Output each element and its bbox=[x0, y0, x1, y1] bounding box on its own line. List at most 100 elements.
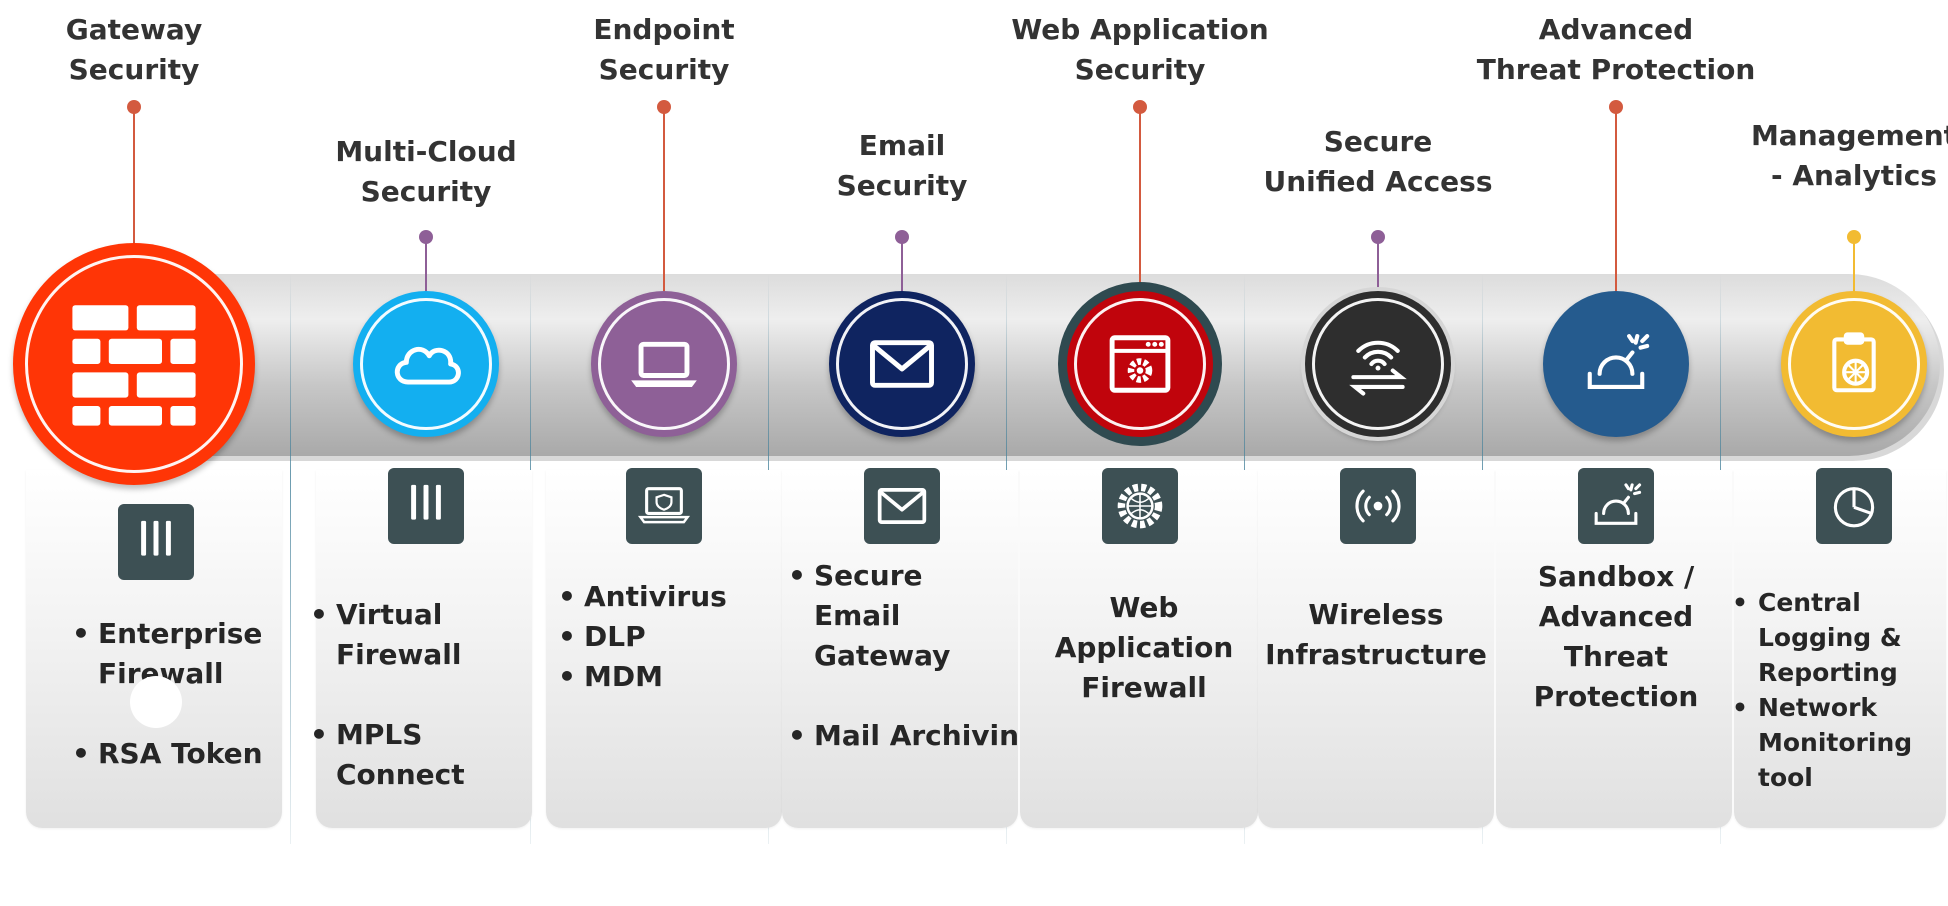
list-item: Antivirus bbox=[556, 577, 727, 617]
category-icon-circle bbox=[1543, 291, 1689, 437]
laptop-icon bbox=[623, 323, 705, 405]
list-item-line: Reporting bbox=[1758, 658, 1898, 687]
column-title-line: Advanced bbox=[1538, 13, 1694, 46]
category-icon-circle bbox=[591, 291, 737, 437]
circle-ring bbox=[1312, 298, 1444, 430]
list-item-line: MDM bbox=[584, 660, 663, 693]
feature-text-line: Web bbox=[1109, 591, 1179, 624]
list-item-line: Firewall bbox=[336, 638, 462, 671]
column-title-line: Management bbox=[1750, 119, 1948, 152]
category-tile bbox=[1578, 468, 1654, 544]
globe-gear-icon bbox=[1109, 475, 1171, 537]
category-tile bbox=[626, 468, 702, 544]
list-item-line: MPLS bbox=[336, 718, 423, 751]
connector-line bbox=[901, 237, 903, 293]
feature-text-line: Threat bbox=[1563, 640, 1669, 673]
connector-dot bbox=[127, 100, 141, 114]
browser-gear-icon bbox=[1099, 323, 1181, 405]
column-separator bbox=[290, 274, 291, 844]
category-icon-circle bbox=[13, 243, 255, 485]
circle-ring bbox=[1074, 298, 1206, 430]
category-tile bbox=[1816, 468, 1892, 544]
column-title-line: Security bbox=[360, 175, 492, 208]
connector-dot bbox=[895, 230, 909, 244]
category-tile bbox=[118, 504, 194, 580]
list-item-line: Firewall bbox=[98, 657, 224, 690]
connector-line bbox=[1853, 237, 1855, 293]
feature-text-line: Infrastructure bbox=[1265, 638, 1487, 671]
list-item-line: Connect bbox=[336, 758, 465, 791]
list-item-line: Email bbox=[814, 599, 901, 632]
connector-line bbox=[425, 237, 427, 293]
cloud-icon bbox=[385, 323, 467, 405]
laptop-shield-icon bbox=[633, 475, 695, 537]
wifi-arrows-icon bbox=[1337, 323, 1419, 405]
feature-text-line: Protection bbox=[1533, 680, 1699, 713]
feature-bullets: AntivirusDLP MDM bbox=[556, 577, 727, 697]
feature-bullets: EnterpriseFirewallRSA Token bbox=[70, 614, 263, 774]
connector-dot bbox=[1371, 230, 1385, 244]
firewall-bars-icon bbox=[395, 475, 457, 537]
feature-text-line: Firewall bbox=[1081, 671, 1207, 704]
feature-list: SecureEmailGatewayMail Archiving bbox=[786, 556, 1039, 756]
connector-dot bbox=[1847, 230, 1861, 244]
feature-text-line: Sandbox / bbox=[1537, 560, 1695, 593]
circle-ring bbox=[360, 298, 492, 430]
category-tile bbox=[388, 468, 464, 544]
column-title-line: Email bbox=[858, 129, 946, 162]
feature-list: AntivirusDLP MDM bbox=[556, 577, 727, 697]
category-icon-circle bbox=[829, 291, 975, 437]
list-item: Mail Archiving bbox=[786, 716, 1039, 756]
clipboard-chart-icon bbox=[1813, 323, 1895, 405]
category-icon-circle bbox=[1067, 291, 1213, 437]
circle-ring bbox=[836, 298, 968, 430]
category-icon-circle bbox=[353, 291, 499, 437]
list-item-line: Antivirus bbox=[584, 580, 727, 613]
category-tile bbox=[1340, 468, 1416, 544]
column-title-line: Web Application bbox=[1011, 13, 1269, 46]
list-item-line: DLP bbox=[584, 620, 646, 653]
column-title-line: Secure bbox=[1323, 125, 1433, 158]
circle-ring bbox=[1788, 298, 1920, 430]
column-title-line: Gateway bbox=[65, 13, 203, 46]
column-title-line: - Analytics bbox=[1771, 159, 1937, 192]
envelope-icon bbox=[861, 323, 943, 405]
connector-dot bbox=[419, 230, 433, 244]
connector-dot bbox=[1133, 100, 1147, 114]
circle-ring bbox=[25, 255, 243, 473]
list-item-line: Gateway bbox=[814, 639, 951, 672]
feature-list: VirtualFirewallMPLS Connect bbox=[308, 595, 465, 795]
feature-text-line: Wireless bbox=[1308, 598, 1444, 631]
firewall-brick-icon bbox=[64, 294, 204, 434]
column-title-line: Multi-Cloud bbox=[335, 135, 517, 168]
list-item: DLP bbox=[556, 617, 727, 657]
column-title-line: Security bbox=[1074, 53, 1206, 86]
category-tile bbox=[864, 468, 940, 544]
column-title-line: Security bbox=[598, 53, 730, 86]
connector-line bbox=[1377, 237, 1379, 293]
feature-text-line: Application bbox=[1054, 631, 1234, 664]
column-title-line: Security bbox=[68, 53, 200, 86]
pie-chart-icon bbox=[1823, 475, 1885, 537]
list-item: RSA Token bbox=[70, 734, 263, 774]
column-title-line: Security bbox=[836, 169, 968, 202]
connector-line bbox=[1615, 107, 1617, 293]
envelope-icon bbox=[871, 475, 933, 537]
list-item-line: tool bbox=[1758, 763, 1813, 792]
list-item: MPLS Connect bbox=[308, 715, 465, 795]
list-item-line: Enterprise bbox=[98, 617, 263, 650]
